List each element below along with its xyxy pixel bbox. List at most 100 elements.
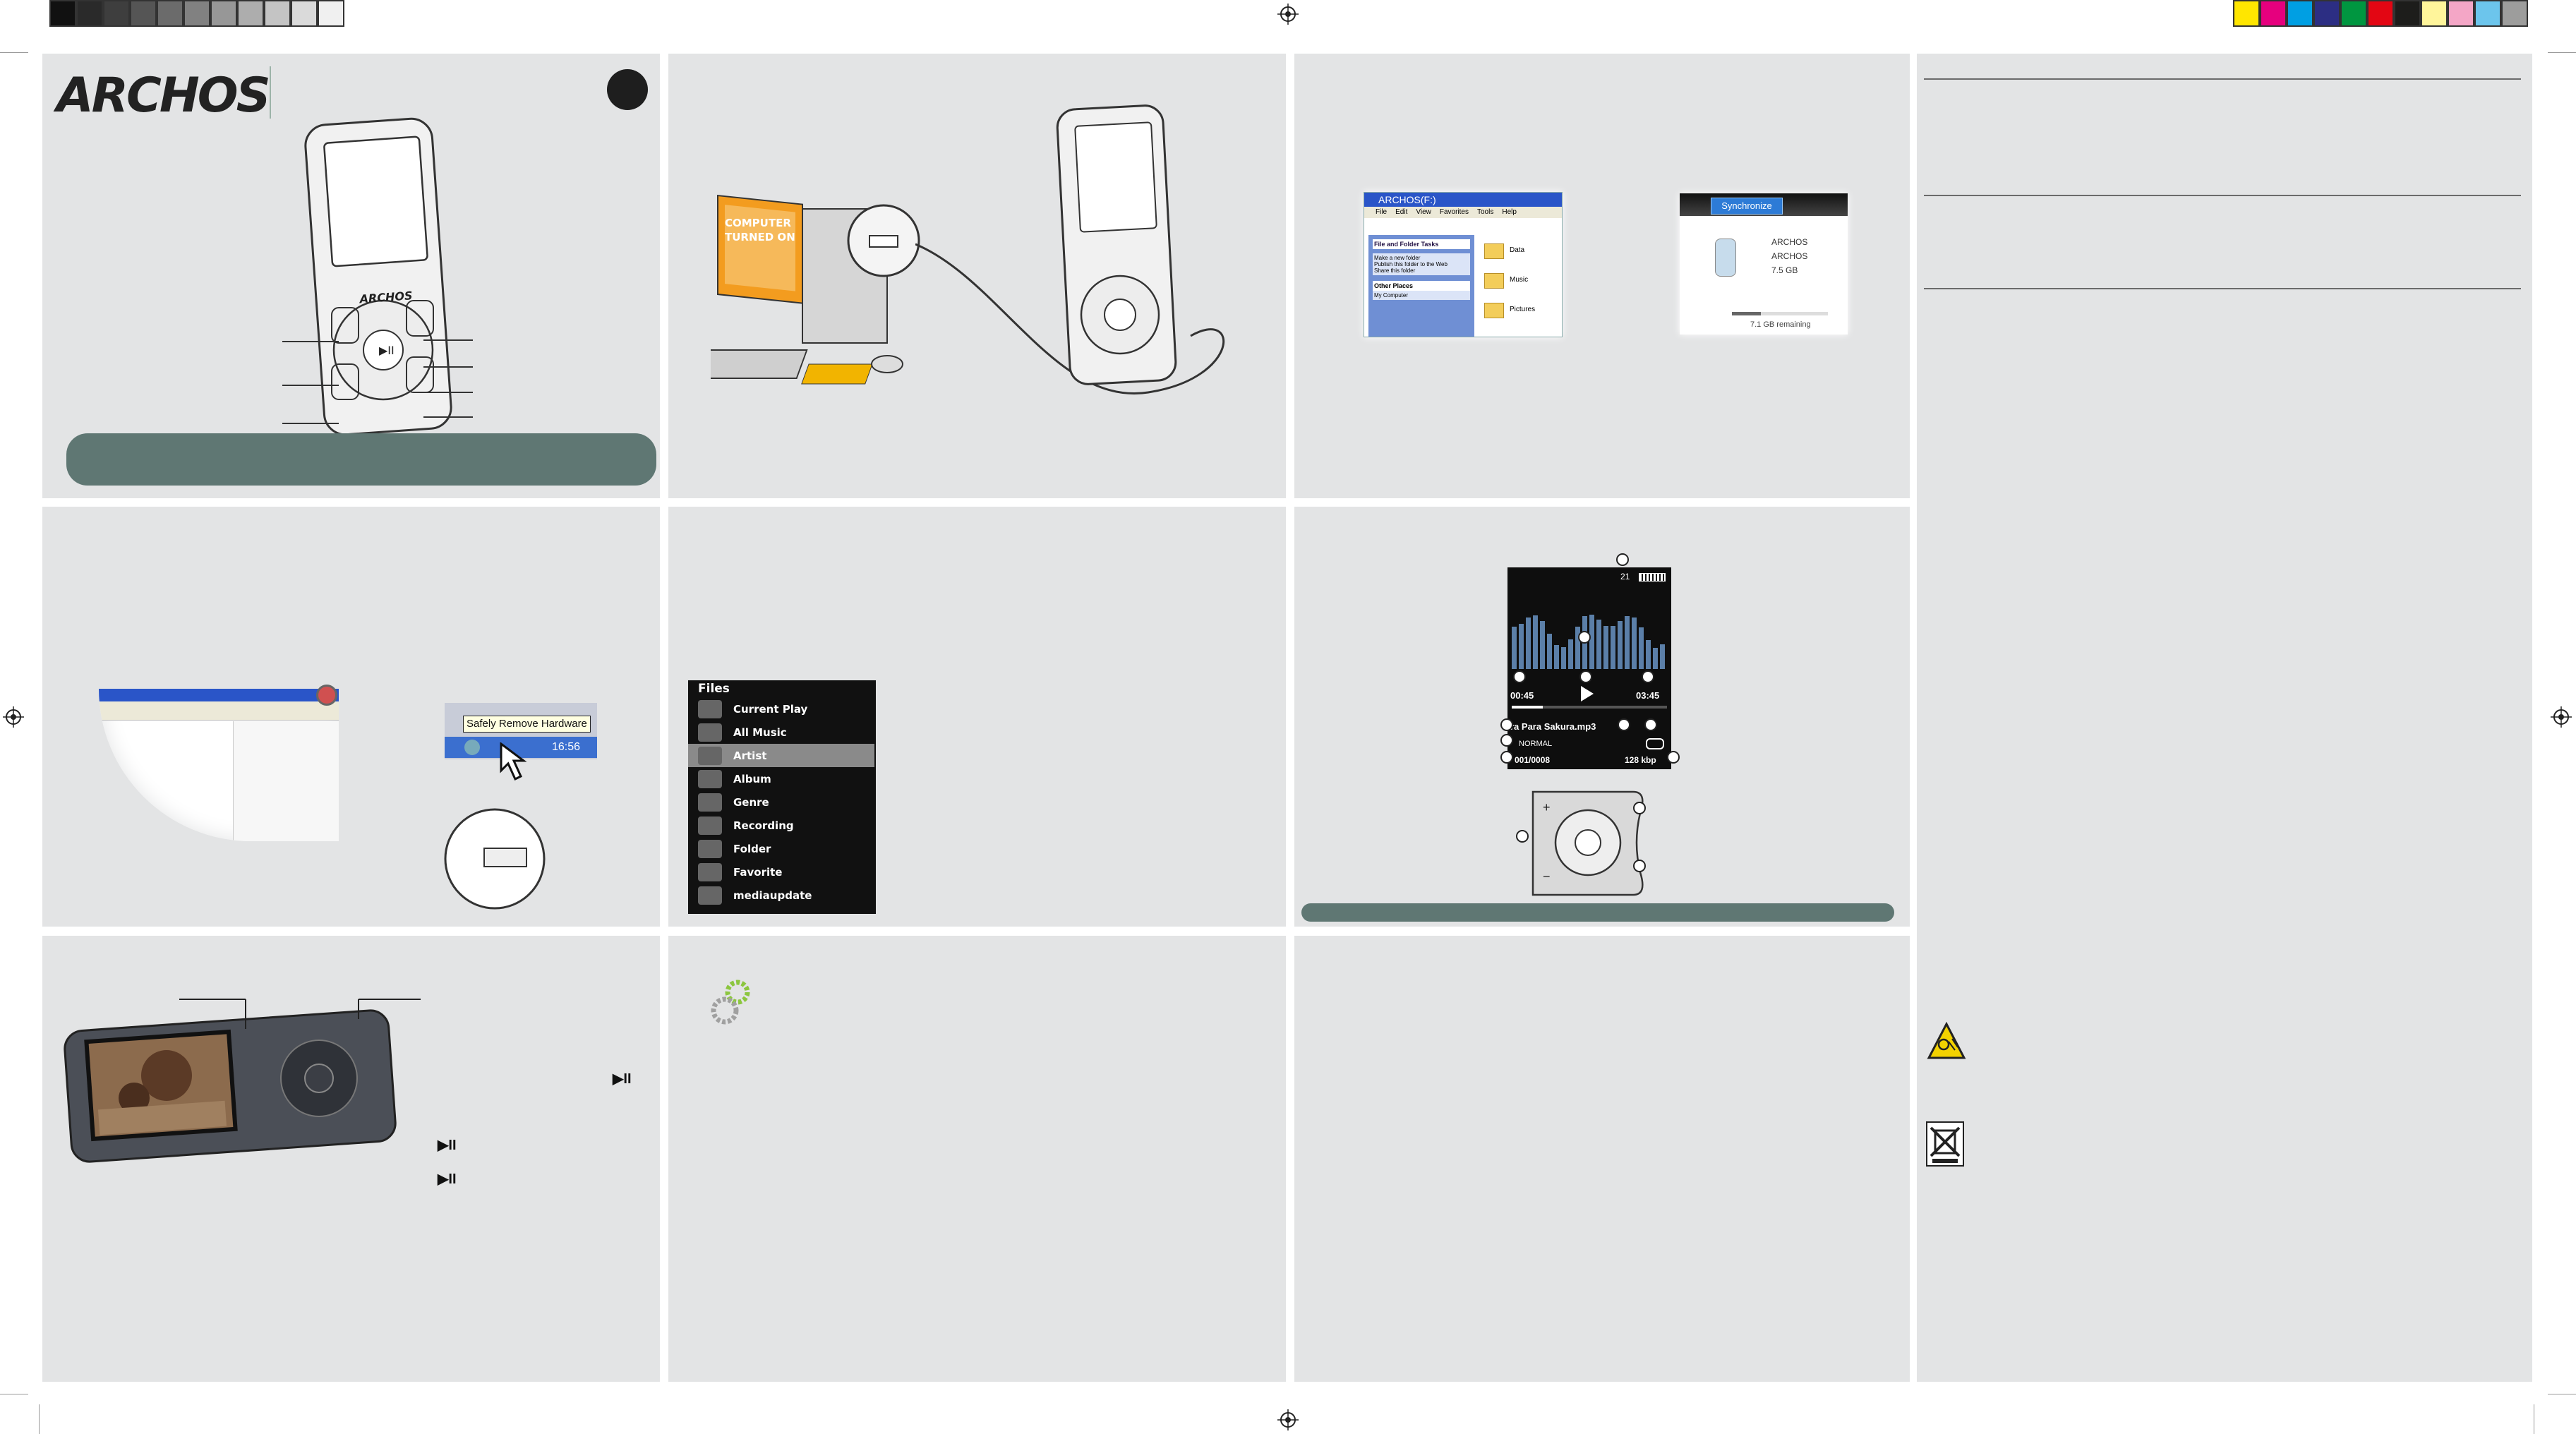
- explorer-menubar: File Edit View Favorites Tools Help: [1364, 207, 1562, 218]
- cd-icon: [698, 770, 722, 788]
- color-swatch: [2421, 0, 2448, 27]
- files-header: Files: [698, 682, 730, 696]
- color-swatch: [2501, 0, 2528, 27]
- storage-fill: [1732, 312, 1761, 315]
- weee-bin-icon: [1926, 1121, 1964, 1167]
- registration-mark-top: [1277, 4, 1299, 25]
- elapsed-time: 00:45: [1510, 690, 1534, 701]
- divider-line: [1924, 78, 2521, 80]
- grayscale-calibration-strip: [49, 0, 344, 28]
- eq-bar: [1611, 626, 1615, 669]
- callout-marker: [1516, 830, 1529, 843]
- files-menu-item[interactable]: Folder: [688, 837, 874, 860]
- eq-bar: [1639, 627, 1644, 669]
- eq-bar: [1646, 640, 1651, 669]
- files-menu-item[interactable]: Favorite: [688, 860, 874, 884]
- language-badge: [607, 69, 648, 110]
- eq-bar: [1575, 627, 1580, 669]
- synchronize-button[interactable]: Synchronize: [1711, 198, 1783, 215]
- progress-fill: [1512, 706, 1543, 709]
- eq-mode: NORMAL: [1519, 740, 1553, 748]
- callout-marker: [1618, 718, 1630, 731]
- folder-item[interactable]: Pictures: [1481, 299, 1559, 328]
- files-menu-item[interactable]: Artist: [688, 744, 874, 767]
- eq-bar: [1533, 615, 1538, 669]
- play-pause-glyph: ▶II: [613, 1071, 632, 1087]
- grey-swatch: [291, 0, 318, 27]
- color-swatch: [2394, 0, 2421, 27]
- files-menu-item[interactable]: mediaupdate: [688, 884, 874, 907]
- eq-bar: [1561, 647, 1566, 669]
- panel-disconnect: Safely Remove Hardware 16:56: [42, 507, 660, 927]
- update-icon: [698, 886, 722, 905]
- panel-device-overview: ARCHOS ▶II ARCHOS: [42, 54, 660, 498]
- callout-marker: [1667, 751, 1680, 764]
- svg-text:+: +: [1543, 800, 1551, 814]
- files-menu-item[interactable]: All Music: [688, 721, 874, 744]
- task-link[interactable]: Publish this folder to the Web: [1374, 261, 1448, 267]
- callout-marker: [1644, 718, 1657, 731]
- menu-item[interactable]: View: [1416, 208, 1431, 216]
- storage-bar: [1732, 312, 1828, 315]
- folder-item[interactable]: Data: [1481, 239, 1559, 269]
- grey-swatch: [130, 0, 157, 27]
- color-swatch: [2313, 0, 2340, 27]
- device-name: ARCHOS: [1771, 237, 1808, 247]
- grey-swatch: [237, 0, 264, 27]
- menu-item[interactable]: Tools: [1476, 208, 1494, 216]
- panel-now-playing: 21 00:45 03:45 ra Para Sakura.mp3 NORMAL…: [1294, 507, 1910, 927]
- teal-banner: [66, 433, 656, 486]
- color-calibration-strip: [2233, 0, 2528, 28]
- other-place-link[interactable]: My Computer: [1373, 291, 1470, 300]
- files-menu-item[interactable]: Genre: [688, 790, 874, 814]
- task-link[interactable]: Share this folder: [1374, 267, 1416, 274]
- panel-blank: [1294, 936, 1910, 1382]
- panel-right-column: [1917, 54, 2532, 1382]
- files-menu-label: Genre: [733, 796, 769, 809]
- menu-item[interactable]: Edit: [1395, 208, 1408, 216]
- color-swatch: [2448, 0, 2474, 27]
- thumb-toolbar: [99, 701, 339, 721]
- safe-remove-tooltip: Safely Remove Hardware: [463, 716, 591, 733]
- eq-bar: [1603, 626, 1608, 669]
- files-menu-item[interactable]: Album: [688, 767, 874, 790]
- track-index: 001/0008: [1515, 755, 1551, 765]
- color-swatch: [2287, 0, 2313, 27]
- task-link[interactable]: Make a new folder: [1374, 255, 1421, 261]
- menu-item[interactable]: File: [1376, 208, 1388, 216]
- safe-remove-tray-icon[interactable]: [464, 740, 480, 755]
- battery-icon: [1639, 573, 1666, 582]
- folder-label: Data: [1510, 246, 1525, 254]
- eq-bar: [1547, 634, 1552, 669]
- equalizer-visual: [1512, 615, 1665, 669]
- files-menu-item[interactable]: Recording: [688, 814, 874, 837]
- callout-marker: [1633, 802, 1646, 814]
- control-pad-illustration: + −: [1531, 790, 1644, 896]
- callout-marker: [1578, 631, 1591, 644]
- callout-marker: [1633, 860, 1646, 872]
- grey-swatch: [183, 0, 210, 27]
- crop-mark: [2548, 52, 2576, 53]
- player-landscape-illustration: [64, 999, 421, 1163]
- files-menu-label: Artist: [733, 749, 767, 762]
- thumb-pane: [233, 721, 339, 841]
- close-highlight-icon: [316, 685, 337, 706]
- files-menu-item[interactable]: Current Play: [688, 697, 874, 721]
- registration-mark-left: [3, 706, 24, 728]
- menu-item[interactable]: Favorites: [1439, 208, 1469, 216]
- folder-item[interactable]: Music: [1481, 269, 1559, 299]
- play-pause-glyph: ▶II: [438, 1171, 457, 1187]
- grey-swatch: [318, 0, 344, 27]
- files-menu-label: mediaupdate: [733, 889, 812, 902]
- explorer-thumbnail: [99, 689, 339, 841]
- thumb-titlebar: [99, 689, 339, 701]
- svg-text:▶II: ▶II: [379, 344, 395, 357]
- menu-item[interactable]: Help: [1502, 208, 1517, 216]
